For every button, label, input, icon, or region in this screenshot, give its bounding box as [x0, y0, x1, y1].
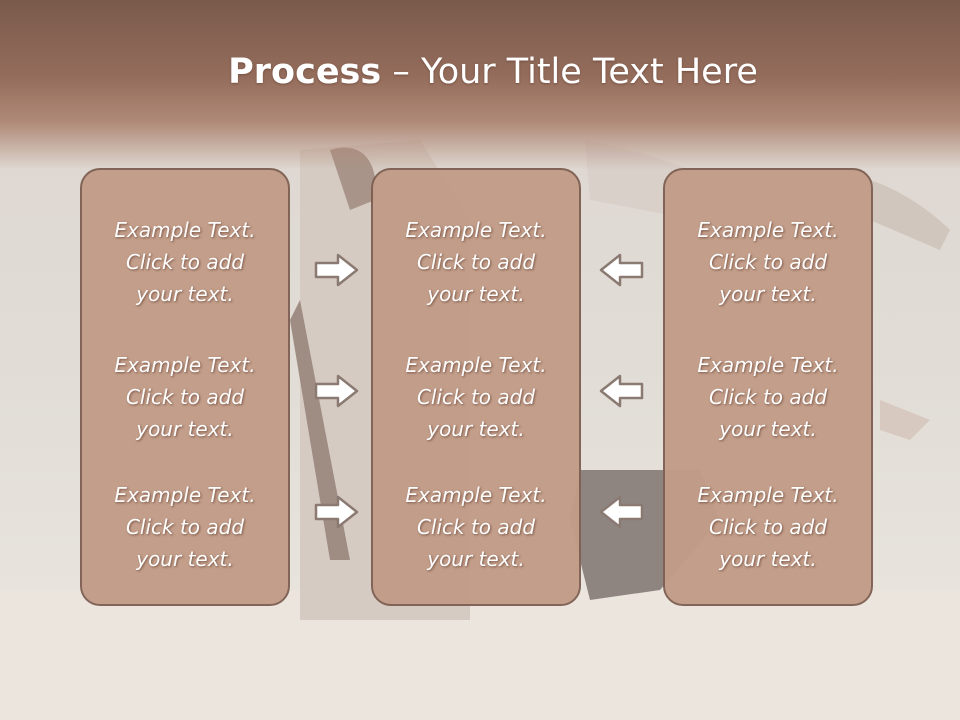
- text-line: your text.: [719, 282, 817, 306]
- text-line: Example Text.: [405, 483, 547, 507]
- panel-right[interactable]: Example Text. Click to add your text. Ex…: [663, 168, 873, 606]
- text-line: Example Text.: [114, 353, 256, 377]
- text-line: Click to add: [708, 250, 828, 274]
- text-line: your text.: [427, 547, 525, 571]
- arrow-left-icon: [599, 374, 644, 408]
- text-line: Example Text.: [114, 483, 256, 507]
- title-bold: Process: [228, 52, 382, 92]
- text-line: Click to add: [125, 515, 245, 539]
- text-block[interactable]: Example Text. Click to add your text.: [665, 479, 871, 575]
- text-line: Example Text.: [697, 483, 839, 507]
- text-line: your text.: [136, 547, 234, 571]
- text-line: Example Text.: [697, 353, 839, 377]
- arrow-right-icon: [314, 374, 359, 408]
- text-block[interactable]: Example Text. Click to add your text.: [373, 479, 579, 575]
- text-line: Click to add: [416, 515, 536, 539]
- text-line: Example Text.: [697, 218, 839, 242]
- title-band: [0, 0, 960, 170]
- text-line: Example Text.: [405, 353, 547, 377]
- arrow-right-icon: [314, 495, 359, 529]
- text-block[interactable]: Example Text. Click to add your text.: [82, 349, 288, 445]
- arrow-left-icon: [599, 253, 644, 287]
- text-line: Click to add: [125, 250, 245, 274]
- text-line: Example Text.: [405, 218, 547, 242]
- slide-title[interactable]: Process – Your Title Text Here: [0, 52, 960, 92]
- text-block[interactable]: Example Text. Click to add your text.: [665, 214, 871, 310]
- text-line: Click to add: [416, 250, 536, 274]
- text-line: Click to add: [708, 385, 828, 409]
- text-block[interactable]: Example Text. Click to add your text.: [82, 214, 288, 310]
- arrow-right-icon: [314, 253, 359, 287]
- text-line: your text.: [427, 417, 525, 441]
- text-line: your text.: [136, 282, 234, 306]
- text-block[interactable]: Example Text. Click to add your text.: [82, 479, 288, 575]
- text-line: Click to add: [125, 385, 245, 409]
- text-line: Example Text.: [114, 218, 256, 242]
- panel-left[interactable]: Example Text. Click to add your text. Ex…: [80, 168, 290, 606]
- arrow-left-icon: [599, 495, 644, 529]
- text-block[interactable]: Example Text. Click to add your text.: [373, 349, 579, 445]
- text-block[interactable]: Example Text. Click to add your text.: [665, 349, 871, 445]
- text-line: your text.: [136, 417, 234, 441]
- text-line: Click to add: [708, 515, 828, 539]
- text-block[interactable]: Example Text. Click to add your text.: [373, 214, 579, 310]
- title-rest: – Your Title Text Here: [381, 52, 758, 92]
- text-line: your text.: [427, 282, 525, 306]
- text-line: your text.: [719, 417, 817, 441]
- panel-center[interactable]: Example Text. Click to add your text. Ex…: [371, 168, 581, 606]
- text-line: Click to add: [416, 385, 536, 409]
- text-line: your text.: [719, 547, 817, 571]
